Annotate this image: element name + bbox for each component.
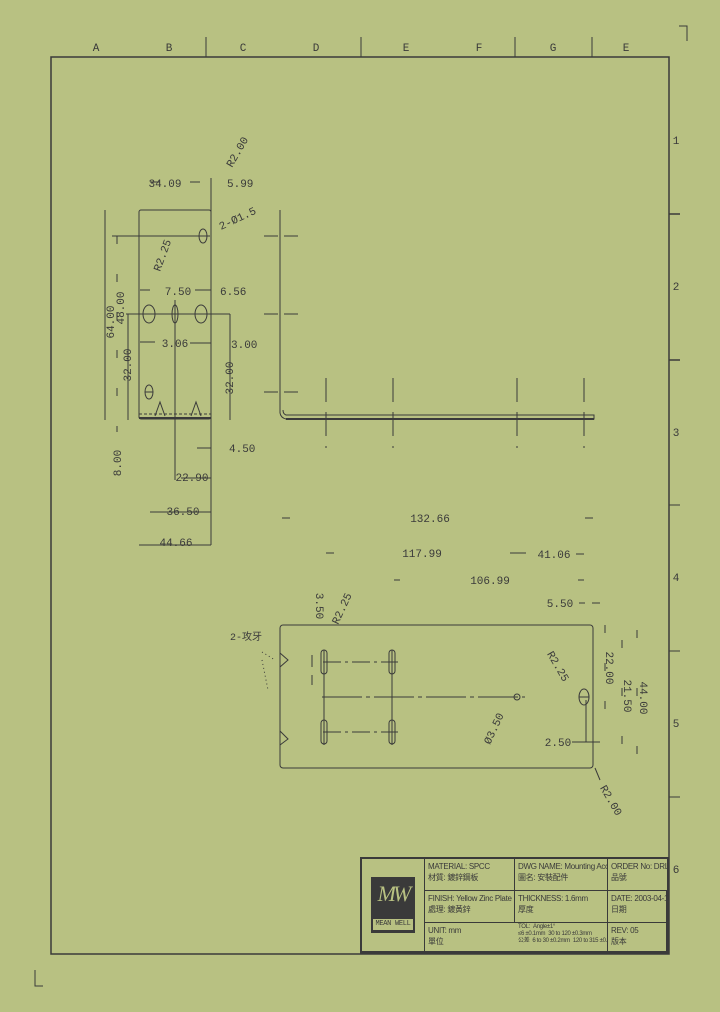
svg-text:C: C (240, 43, 247, 55)
svg-text:3.06: 3.06 (162, 339, 188, 351)
svg-text:48.00: 48.00 (116, 291, 128, 324)
svg-text:21.50: 21.50 (620, 679, 632, 712)
unit: UNIT: mm (428, 926, 462, 935)
tol-label: TOL: (518, 924, 531, 930)
tol-1: ≤6 ±0.1mm (518, 931, 546, 937)
svg-text:41.06: 41.06 (537, 550, 570, 562)
svg-text:7.50: 7.50 (165, 287, 191, 299)
svg-text:1: 1 (673, 136, 680, 148)
unit-cell: UNIT: mm 單位 (425, 923, 515, 951)
date-cn: 日期 (611, 905, 627, 914)
svg-text:44.66: 44.66 (159, 538, 192, 550)
material: MATERIAL: SPCC (428, 862, 490, 871)
svg-text:R2.00: R2.00 (596, 784, 623, 819)
svg-text:22.90: 22.90 (175, 473, 208, 485)
svg-text:34.09: 34.09 (148, 179, 181, 191)
svg-text:D: D (313, 43, 320, 55)
svg-text:5: 5 (673, 719, 680, 731)
finish-cn: 處理: 鍍黃鋅 (428, 905, 471, 914)
date: DATE: 2003-04-11 (611, 894, 667, 903)
logo-cell: MW MEAN WELL (362, 859, 425, 951)
svg-text:A: A (93, 43, 100, 55)
logo-name: MEAN WELL (373, 919, 413, 930)
finish: FINISH: Yellow Zinc Plate (428, 894, 512, 903)
tol-4: 120 to 315 ±0.5mm (572, 938, 607, 944)
svg-text:F: F (476, 43, 483, 55)
svg-text:44.00: 44.00 (636, 681, 648, 714)
order-no: ORDER No: DRL-02 (611, 862, 667, 871)
svg-text:4.50: 4.50 (229, 444, 255, 456)
svg-text:G: G (550, 43, 557, 55)
date-cell: DATE: 2003-04-11 日期 (608, 891, 667, 923)
dwg-name-cell: DWG NAME: Mounting Accessories 圖名: 安裝配件 (515, 859, 608, 891)
svg-text:2-攻牙: 2-攻牙 (230, 630, 262, 644)
svg-text:R2.25: R2.25 (331, 592, 356, 627)
svg-text:2.50: 2.50 (545, 738, 571, 750)
rev-cn: 版本 (611, 937, 627, 946)
svg-text:3.50: 3.50 (312, 593, 324, 619)
svg-text:36.50: 36.50 (166, 507, 199, 519)
tol-2: 6 to 30 ±0.2mm (532, 938, 570, 944)
svg-text:117.99: 117.99 (402, 549, 442, 561)
unit-cn: 單位 (428, 937, 444, 946)
thickness: THICKNESS: 1.6mm (518, 894, 588, 903)
svg-text:132.66: 132.66 (410, 514, 450, 526)
rev: REV: 05 (611, 926, 639, 935)
svg-text:2-Ø1.5: 2-Ø1.5 (218, 206, 259, 234)
order-cn: 品號 (611, 873, 627, 882)
svg-text:5.99: 5.99 (227, 179, 253, 191)
svg-text:6: 6 (673, 865, 680, 877)
svg-text:3: 3 (673, 428, 680, 440)
svg-text:E: E (403, 43, 410, 55)
svg-text:32.00: 32.00 (225, 361, 237, 394)
rev-cell: REV: 05 版本 (608, 923, 667, 951)
thickness-cell: THICKNESS: 1.6mm 厚度 (515, 891, 608, 923)
title-block: MW MEAN WELL MATERIAL: SPCC 材質: 鍍鋅鋼板 DWG… (360, 857, 669, 954)
svg-text:R2.25: R2.25 (543, 650, 570, 685)
thickness-cn: 厚度 (518, 905, 534, 914)
tol-angle: Angle±1° (533, 924, 556, 930)
tol-3: 30 to 120 ±0.3mm (548, 931, 592, 937)
svg-text:22.00: 22.00 (602, 651, 614, 684)
mean-well-logo: MW MEAN WELL (371, 877, 415, 933)
svg-text:6.56: 6.56 (220, 287, 246, 299)
svg-text:3.00: 3.00 (231, 340, 257, 352)
svg-text:32.00: 32.00 (123, 348, 135, 381)
material-cell: MATERIAL: SPCC 材質: 鍍鋅鋼板 (425, 859, 515, 891)
dwg-name-cn: 圖名: 安裝配件 (518, 873, 569, 882)
finish-cell: FINISH: Yellow Zinc Plate 處理: 鍍黃鋅 (425, 891, 515, 923)
order-cell: ORDER No: DRL-02 品號 (608, 859, 667, 891)
svg-text:8.00: 8.00 (113, 450, 125, 476)
tolerance-cell: TOL: Angle±1° ≤6 ±0.1mm 30 to 120 ±0.3mm… (515, 923, 608, 951)
svg-text:R2.00: R2.00 (225, 135, 252, 170)
dwg-name: DWG NAME: Mounting Accessories (518, 862, 607, 871)
logo-mark: MW (377, 881, 412, 906)
svg-text:2: 2 (673, 282, 680, 294)
svg-text:B: B (166, 43, 173, 55)
svg-text:5.50: 5.50 (547, 599, 573, 611)
svg-text:Ø3.50: Ø3.50 (483, 712, 508, 747)
svg-text:64.00: 64.00 (106, 305, 118, 338)
svg-text:R2.25: R2.25 (152, 238, 175, 273)
tol-cn: 公差 (518, 938, 530, 944)
material-cn: 材質: 鍍鋅鋼板 (428, 873, 479, 882)
svg-text:4: 4 (673, 573, 680, 585)
svg-text:E: E (623, 43, 630, 55)
svg-text:106.99: 106.99 (470, 576, 510, 588)
